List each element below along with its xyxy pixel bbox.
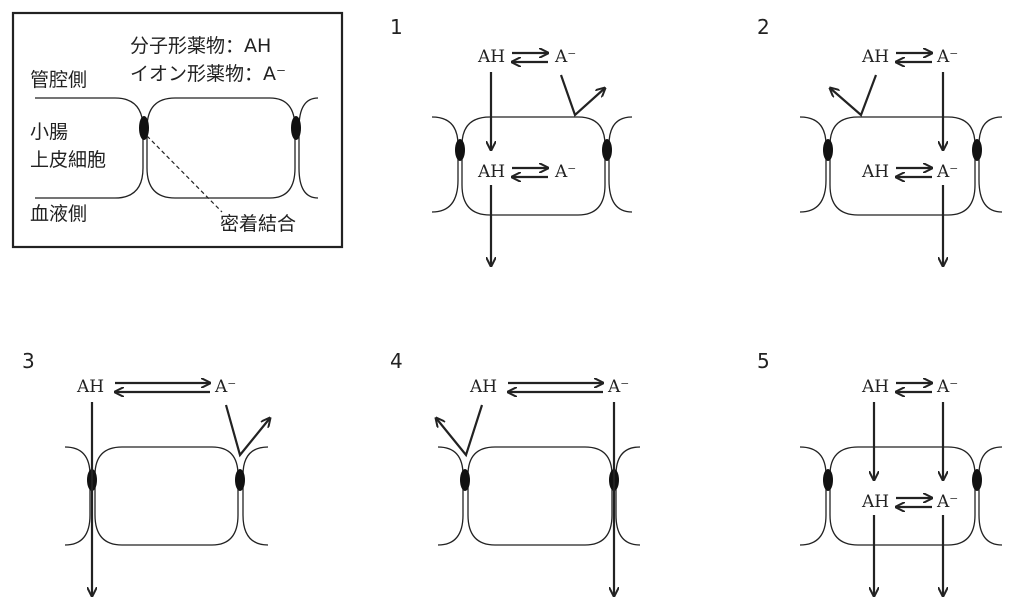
cell-right [242, 446, 269, 546]
option-number: 3 [22, 349, 35, 373]
cell-middle [467, 446, 613, 546]
option-4: 4 AH A⁻ [390, 349, 641, 596]
legend-junction-left [139, 116, 149, 140]
cell-middle [94, 446, 239, 546]
tight-junction [235, 469, 245, 491]
legend-tight-junction: 密着結合 [220, 213, 296, 235]
label-ah: AH [861, 47, 889, 67]
tight-junction [823, 139, 833, 161]
option-1: 1 AH A⁻ AH A⁻ [390, 15, 633, 266]
tight-junction [455, 139, 465, 161]
cell-right [615, 446, 641, 546]
legend-cell-middle [146, 97, 296, 199]
legend-intestine: 小腸 [30, 121, 68, 143]
legend-epithelial-cell: 上皮細胞 [30, 149, 106, 171]
tight-junction [460, 469, 470, 491]
option-number: 2 [757, 15, 770, 39]
legend-lumen-side: 管腔側 [30, 69, 87, 91]
label-ah: AH [469, 377, 497, 397]
reflected-arrow-ah [830, 74, 878, 117]
cell-left [437, 446, 464, 546]
label-ah: AH [76, 377, 104, 397]
label-a-minus: A⁻ [936, 377, 958, 397]
legend-molecular-drug: 分子形薬物：AH [130, 35, 271, 57]
option-3: 3 AH A⁻ [22, 349, 270, 596]
option-number: 5 [757, 349, 770, 373]
label-ah: AH [477, 47, 505, 67]
cell-middle [829, 446, 976, 546]
cell-right [608, 116, 633, 213]
cell-middle [829, 116, 976, 216]
cell-left [431, 116, 459, 213]
reflected-arrow-ah [436, 404, 484, 458]
label-a-minus: A⁻ [607, 377, 629, 397]
label-a-minus: A⁻ [936, 162, 958, 182]
legend-blood-side: 血液側 [30, 203, 87, 225]
option-5: 5 AH A⁻ AH A⁻ [757, 349, 1003, 596]
tight-junction [823, 469, 833, 491]
label-a-minus: A⁻ [554, 162, 576, 182]
option-2: 2 AH A⁻ AH A⁻ [757, 15, 1003, 266]
legend-cell-right [298, 97, 319, 199]
option-number: 1 [390, 15, 403, 39]
cell-right [978, 446, 1003, 546]
reflected-arrow-a-minus [224, 404, 270, 458]
tight-junction [972, 469, 982, 491]
cell-left [799, 446, 827, 546]
option-number: 4 [390, 349, 403, 373]
cell-right [978, 116, 1003, 213]
label-a-minus: A⁻ [214, 377, 236, 397]
legend-cell-left [35, 97, 144, 199]
label-ah: AH [477, 162, 505, 182]
label-a-minus: A⁻ [936, 492, 958, 512]
cell-middle [461, 116, 606, 216]
label-ah: AH [861, 162, 889, 182]
legend-junction-pointer [146, 135, 223, 213]
label-ah: AH [861, 377, 889, 397]
label-a-minus: A⁻ [936, 47, 958, 67]
cell-left [799, 116, 827, 213]
label-ah: AH [861, 492, 889, 512]
tight-junction [972, 139, 982, 161]
label-a-minus: A⁻ [554, 47, 576, 67]
legend-ionic-drug: イオン形薬物：A⁻ [130, 63, 286, 85]
cell-left [64, 446, 91, 546]
legend-junction-right [291, 116, 301, 140]
tight-junction [602, 139, 612, 161]
legend-box: 分子形薬物：AH イオン形薬物：A⁻ 管腔側 小腸 上皮細胞 血液側 密着結合 [11, 11, 344, 249]
reflected-arrow-a-minus [559, 74, 605, 117]
